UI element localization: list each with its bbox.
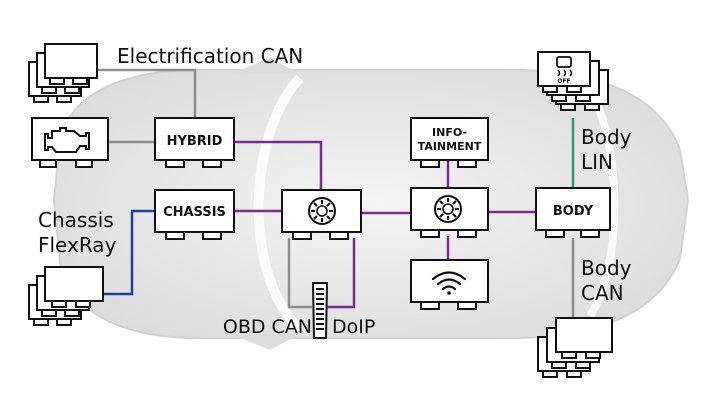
infotainment-ecu: INFO- TAINMENT xyxy=(410,117,489,168)
domain-gateway-ecu xyxy=(410,187,489,238)
obd-connector-icon xyxy=(311,282,329,339)
central-gateway-ecu xyxy=(281,189,362,240)
doip-ethernet xyxy=(327,238,356,309)
body-label: BODY xyxy=(553,204,594,219)
esc-off-label: OFF xyxy=(557,78,570,85)
labels: Electrification CAN Chassis FlexRay Body… xyxy=(38,44,632,338)
body-lin-label-line1: Body xyxy=(581,125,632,149)
chassis-flexray-label-line2: FlexRay xyxy=(38,233,117,257)
body-can-label-line1: Body xyxy=(581,256,632,280)
infotainment-label-line2: TAINMENT xyxy=(418,140,482,153)
chassis-label: CHASSIS xyxy=(163,205,226,220)
traction-control-off-icon: OFF xyxy=(556,56,573,85)
doip-label: DoIP xyxy=(332,316,375,338)
body-lin-label-line2: LIN xyxy=(581,150,613,174)
ecu-stack-top-left xyxy=(28,43,98,103)
ecu-stack-bottom-left xyxy=(28,266,104,326)
body-ecu: BODY xyxy=(535,187,611,238)
hybrid-gateway-ethernet xyxy=(234,140,323,190)
obd-can-label: OBD CAN xyxy=(223,316,312,338)
ecu-stack-bottom-right xyxy=(537,317,613,378)
infotainment-label-line1: INFO- xyxy=(432,126,467,139)
chassis-flexray-line xyxy=(104,209,155,296)
hybrid-label: HYBRID xyxy=(167,134,223,149)
electrification-can-line xyxy=(97,68,197,118)
engine-ecu xyxy=(31,117,109,168)
ecu-stack-top-right: OFF xyxy=(537,51,609,111)
wifi-ecu xyxy=(410,259,489,310)
gateway-icon xyxy=(434,195,462,223)
wifi-icon xyxy=(431,271,467,295)
obd-can-line xyxy=(287,238,312,309)
body-can-label-line2: CAN xyxy=(581,281,624,305)
electrification-can-label: Electrification CAN xyxy=(117,44,303,68)
engine-icon xyxy=(44,127,90,153)
gateway-icon xyxy=(308,197,336,225)
hybrid-ecu: HYBRID xyxy=(154,117,235,168)
bus-lines xyxy=(97,68,575,318)
chassis-ecu: CHASSIS xyxy=(154,189,235,240)
chassis-flexray-label-line1: Chassis xyxy=(38,208,114,232)
